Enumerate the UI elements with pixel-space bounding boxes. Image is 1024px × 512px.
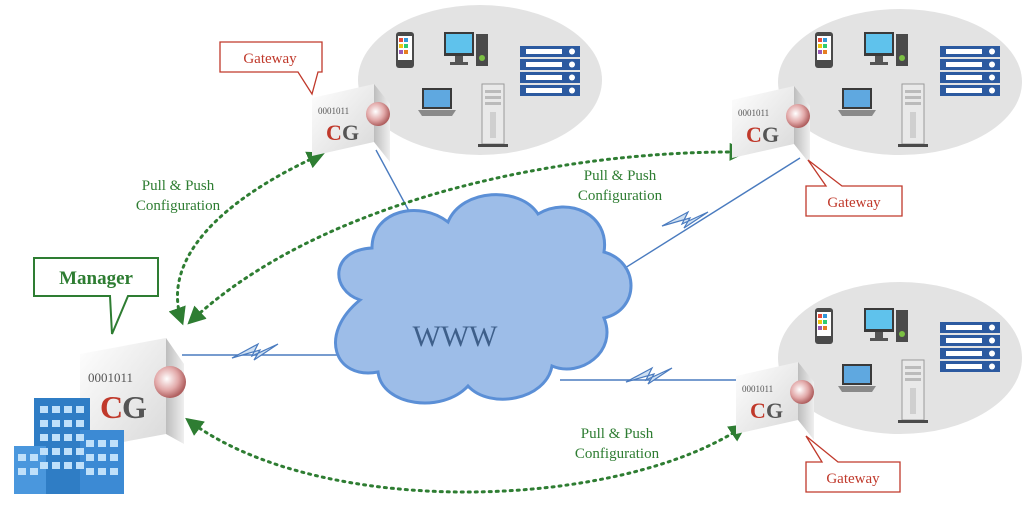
gateway-callout-top: Gateway bbox=[219, 41, 323, 96]
lightning-bolt-icon bbox=[625, 367, 673, 385]
mobile-phone-icon bbox=[396, 32, 414, 68]
logo-g: G bbox=[766, 398, 783, 423]
sync-arrow-right-gateway bbox=[187, 142, 748, 325]
logo-g: G bbox=[762, 122, 779, 147]
sync-label-line1: Pull & Push bbox=[581, 426, 654, 442]
gateway-label: Gateway bbox=[243, 51, 297, 67]
gateway-label: Gateway bbox=[827, 195, 881, 211]
tower-pc-icon bbox=[477, 83, 509, 148]
sync-label-line2: Configuration bbox=[575, 446, 660, 462]
sync-label-line1: Pull & Push bbox=[142, 178, 215, 194]
logo-g: G bbox=[342, 120, 359, 145]
gateway-cube-top: 0001011 C G bbox=[312, 84, 390, 162]
logo-c: C bbox=[746, 122, 762, 147]
sync-arrow-bottom-gateway bbox=[185, 417, 747, 494]
logo-c: C bbox=[326, 120, 342, 145]
sync-label-line2: Configuration bbox=[578, 188, 663, 204]
gateway-label: Gateway bbox=[826, 471, 880, 487]
sync-label-top: Pull & Push Configuration bbox=[578, 168, 663, 204]
tower-pc-icon bbox=[897, 359, 929, 424]
logo-g: G bbox=[122, 389, 147, 425]
laptop-icon bbox=[838, 88, 876, 116]
manager-label: Manager bbox=[59, 268, 133, 289]
cloud-label: WWW bbox=[413, 320, 499, 353]
binary-text: 0001011 bbox=[88, 370, 133, 385]
laptop-icon bbox=[838, 364, 876, 392]
gateway-cube-right: 0001011 C G bbox=[732, 86, 810, 164]
tower-pc-icon bbox=[897, 83, 929, 148]
office-building-icon bbox=[14, 398, 124, 494]
logo-c: C bbox=[100, 389, 123, 425]
gateway-callout-right: Gateway bbox=[805, 159, 903, 217]
binary-text: 0001011 bbox=[742, 384, 773, 394]
sync-label-left: Pull & Push Configuration bbox=[136, 178, 221, 214]
manager-callout: Manager bbox=[33, 257, 159, 335]
gateway-callout-bottom: Gateway bbox=[805, 435, 901, 493]
lightning-bolt-icon bbox=[231, 343, 279, 361]
binary-text: 0001011 bbox=[738, 108, 769, 118]
manager-cube: 0001011 C G bbox=[80, 338, 186, 450]
sync-label-bottom: Pull & Push Configuration bbox=[575, 426, 660, 462]
sync-arrows bbox=[168, 142, 748, 494]
site-top-right bbox=[778, 9, 1022, 155]
site-top-center bbox=[358, 5, 602, 155]
logo-c: C bbox=[750, 398, 766, 423]
sync-label-line1: Pull & Push bbox=[584, 168, 657, 184]
gateway-cube-bottom: 0001011 C G bbox=[736, 362, 814, 440]
laptop-icon bbox=[418, 88, 456, 116]
sync-label-line2: Configuration bbox=[136, 198, 221, 214]
binary-text: 0001011 bbox=[318, 106, 349, 116]
mobile-phone-icon bbox=[815, 308, 833, 344]
internet-cloud: WWW bbox=[334, 193, 633, 405]
site-bottom-right bbox=[778, 282, 1022, 434]
mobile-phone-icon bbox=[815, 32, 833, 68]
